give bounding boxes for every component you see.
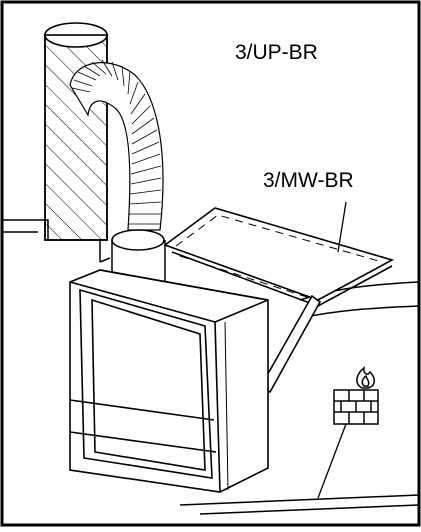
flexible-hose [69,59,164,231]
chimney [44,22,108,241]
leader-lines [317,201,347,499]
brick-wall-fire-icon [333,366,379,425]
stove-body [69,269,269,493]
label-upper-bracket: 3/UP-BR [235,41,318,64]
label-mounting-bracket: 3/MW-BR [263,169,354,192]
